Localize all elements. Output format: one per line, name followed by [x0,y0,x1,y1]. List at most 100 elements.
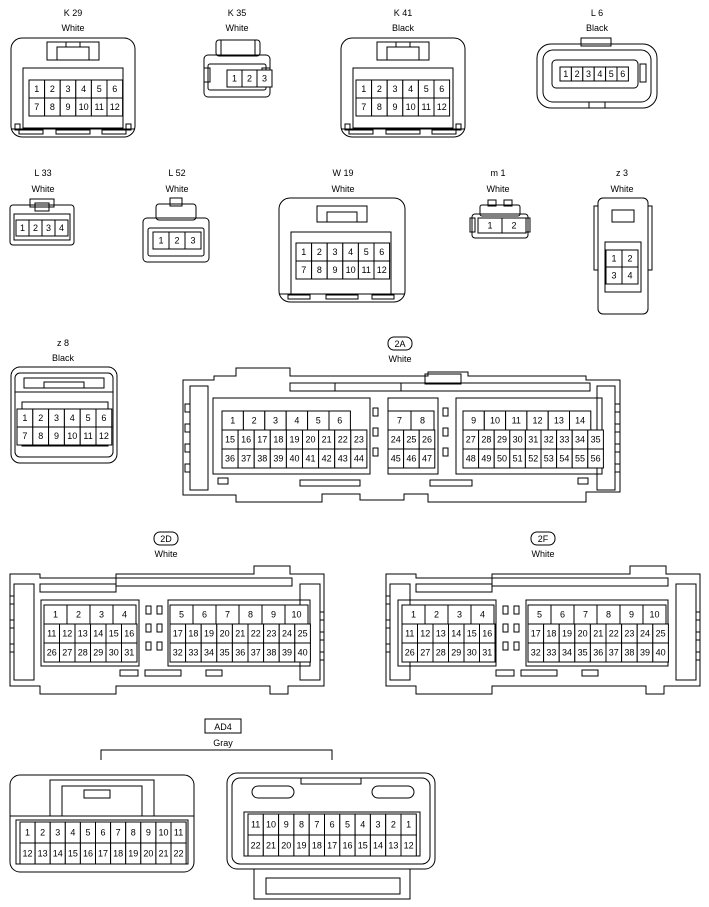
connector-color: White [331,184,354,194]
pin-label: 16 [482,629,492,639]
pin-label: 9 [332,265,337,275]
pin-label: 21 [266,841,276,851]
pin-label: 23 [354,435,364,445]
pin-label: 12 [99,431,109,441]
bracket-line [100,749,333,760]
pin-label: 1 [22,413,27,423]
pin-label: 8 [299,820,304,830]
pin-label: 9 [54,431,59,441]
pin-label: 7 [314,820,319,830]
pin-label: 17 [98,849,108,859]
connector-name: L 33 [34,168,51,178]
pin-label: 26 [47,648,57,658]
pin-label: 14 [53,849,63,859]
connector-housing [9,198,75,246]
pin-label: 1 [411,610,416,620]
pin-label: 56 [591,454,601,464]
pin-label: 10 [346,265,356,275]
pin-label: 30 [467,648,477,658]
pin-label: 40 [298,648,308,658]
pin-label: 2 [317,247,322,257]
pin-label: 3 [99,610,104,620]
pin-label: 5 [85,828,90,838]
pin-label: 1 [232,74,237,84]
pin-label: 32 [173,648,183,658]
pin-label: 31 [482,648,492,658]
pin-label: 2 [76,610,81,620]
pin-label: 6 [330,820,335,830]
pin-label: 9 [284,820,289,830]
connector-housing [536,37,658,109]
pin-cell [501,217,527,234]
pin-label: 31 [528,435,538,445]
pin-label: 5 [364,247,369,257]
pin-label: 1 [563,69,568,79]
pin-label: 38 [257,454,267,464]
pin-label: 6 [101,413,106,423]
pin-label: 42 [322,454,332,464]
pin-label: 22 [338,435,348,445]
pin-cell [350,448,368,469]
pin-label: 28 [481,435,491,445]
pin-label: 6 [560,610,565,620]
connector-color: White [486,184,509,194]
pin-label: 13 [554,416,564,426]
pin-label: 6 [439,84,444,94]
pin-label: 6 [337,416,342,426]
pin-label: 5 [86,413,91,423]
connector-color: White [31,184,54,194]
pin-label: 35 [220,648,230,658]
pin-label: 25 [298,629,308,639]
pin-cell [106,97,124,117]
pin-label: 35 [591,435,601,445]
connector-name: 2D [160,534,172,544]
pin-label: 4 [360,820,365,830]
pin-label: 33 [188,648,198,658]
connector-color: White [388,354,411,364]
pin-label: 8 [131,828,136,838]
pin-label: 10 [67,431,77,441]
pin-label: 40 [289,454,299,464]
pin-label: 39 [640,648,650,658]
pin-label: 19 [562,629,572,639]
pin-label: 8 [377,102,382,112]
pin-label: 17 [257,435,267,445]
pin-label: 47 [422,454,432,464]
pin-label: 19 [128,849,138,859]
pin-label: 11 [47,629,56,639]
pin-label: 5 [424,84,429,94]
pin-label: 29 [497,435,507,445]
pin-label: 1 [406,820,411,830]
pin-label: 15 [358,841,368,851]
pin-label: 2 [377,84,382,94]
pin-label: 10 [291,610,301,620]
pin-label: 23 [266,629,276,639]
pin-label: 12 [377,265,387,275]
pin-label: 25 [656,629,666,639]
pin-label: 3 [46,223,51,233]
pin-label: 2 [33,223,38,233]
connector-housing [203,39,271,98]
pin-label: 36 [593,648,603,658]
pin-label: 20 [281,841,291,851]
pin-label: 33 [546,648,556,658]
pin-label: 12 [420,629,430,639]
pin-label: 40 [656,648,666,658]
pin-label: 1 [301,247,306,257]
pin-label: 8 [420,416,425,426]
pin-label: 29 [93,648,103,658]
pin-cell [652,642,669,663]
pin-label: 1 [20,223,25,233]
pin-label: 25 [406,435,416,445]
pin-label: 4 [122,610,127,620]
connector-housing [142,197,210,263]
